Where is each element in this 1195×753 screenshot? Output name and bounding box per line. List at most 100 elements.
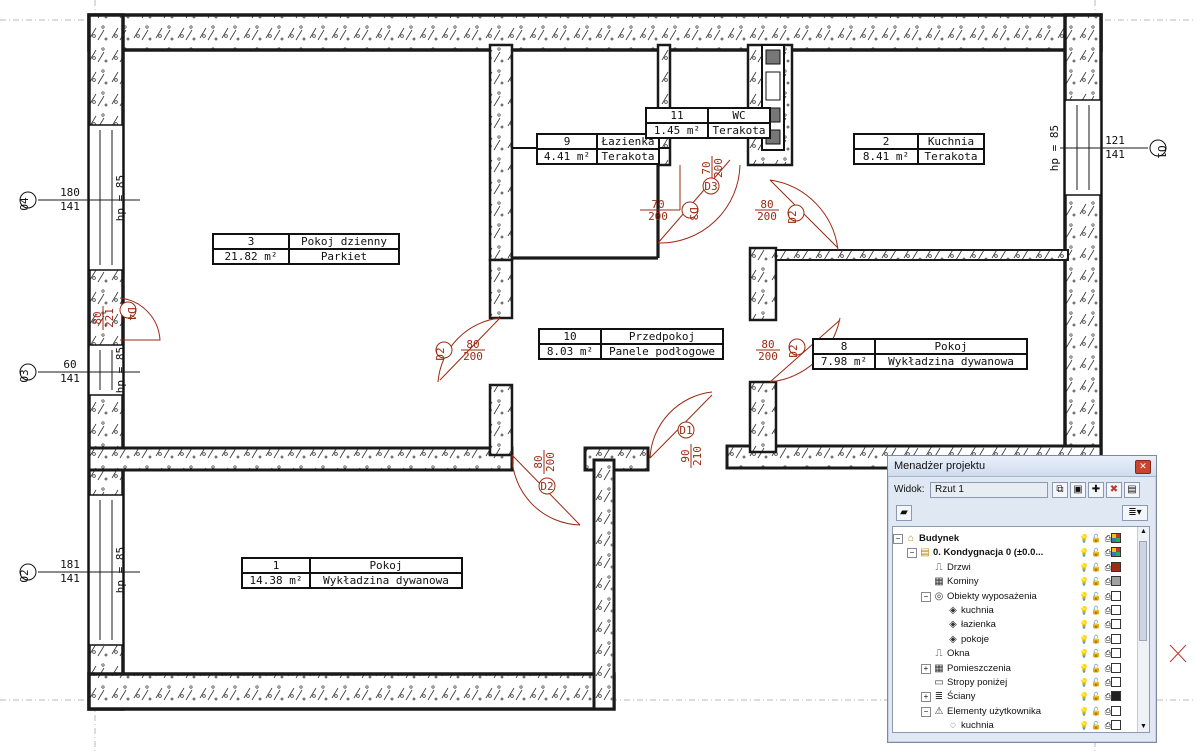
print-icon[interactable]: ⎙ xyxy=(1104,663,1112,673)
lock-icon[interactable]: 🔓 xyxy=(1091,620,1101,630)
tree-item[interactable]: +▦Pomieszczenia💡🔓⎙ xyxy=(893,661,1133,676)
tree-expander-icon[interactable]: − xyxy=(921,591,931,602)
folder-add-icon[interactable]: ▣ xyxy=(1070,482,1086,498)
close-icon[interactable]: ✕ xyxy=(1135,460,1151,474)
layer-color-swatch[interactable] xyxy=(1111,705,1121,716)
lock-icon[interactable]: 🔓 xyxy=(1091,634,1101,644)
visibility-icon[interactable]: 💡 xyxy=(1079,548,1089,558)
visibility-icon[interactable]: 💡 xyxy=(1079,562,1089,572)
tree-item[interactable]: −◎Obiekty wyposażenia💡🔓⎙ xyxy=(893,589,1133,604)
tree-item[interactable]: −⌂Budynek💡🔓⎙ xyxy=(893,531,1133,546)
tree-expander-icon[interactable]: − xyxy=(921,706,931,717)
scroll-down-icon[interactable]: ▼ xyxy=(1140,723,1147,730)
print-icon[interactable]: ⎙ xyxy=(1104,706,1112,716)
filter-dropdown-icon[interactable]: ≣▾ xyxy=(1122,505,1148,521)
layer-color-swatch[interactable] xyxy=(1111,662,1121,673)
door-tag-label: D1 xyxy=(679,424,692,437)
tree-item[interactable]: ◈łazienka💡🔓⎙ xyxy=(893,617,1133,632)
tree-item[interactable]: −⚠Elementy użytkownika💡🔓⎙ xyxy=(893,704,1133,719)
lock-icon[interactable]: 🔓 xyxy=(1091,534,1101,543)
tree-item[interactable]: ◈pokoje💡🔓⎙ xyxy=(893,632,1133,647)
layer-color-swatch[interactable] xyxy=(1111,619,1121,630)
print-icon[interactable]: ⎙ xyxy=(1104,678,1112,687)
print-icon[interactable]: ⎙ xyxy=(1104,606,1112,615)
tree-expander-icon[interactable]: + xyxy=(921,663,931,674)
visibility-icon[interactable]: 💡 xyxy=(1079,634,1089,644)
lock-icon[interactable]: 🔓 xyxy=(1091,591,1101,601)
lock-icon[interactable]: 🔓 xyxy=(1091,692,1101,702)
door-tag-label: D2 xyxy=(540,480,553,493)
tree-item[interactable]: ⎍Okna💡🔓⎙ xyxy=(893,646,1133,661)
tree-item[interactable]: +≣Ściany💡🔓⎙ xyxy=(893,689,1133,704)
copy-view-icon[interactable]: ⧉ xyxy=(1052,482,1068,498)
tree-expander-icon[interactable]: − xyxy=(907,548,917,559)
visibility-icon[interactable]: 💡 xyxy=(1079,678,1089,687)
print-icon[interactable]: ⎙ xyxy=(1104,692,1112,702)
visibility-icon[interactable]: 💡 xyxy=(1079,606,1089,615)
scroll-thumb[interactable] xyxy=(1139,541,1147,641)
lock-icon[interactable]: 🔓 xyxy=(1091,678,1101,687)
layer-color-swatch[interactable] xyxy=(1111,605,1121,615)
tree-scrollbar[interactable]: ▲ ▼ xyxy=(1137,527,1149,732)
tree-item[interactable]: ▦Kominy💡🔓⎙ xyxy=(893,574,1133,589)
layer-color-swatch[interactable] xyxy=(1111,720,1121,731)
lock-icon[interactable]: 🔓 xyxy=(1091,663,1101,673)
print-icon[interactable]: ⎙ xyxy=(1104,634,1112,644)
tree-node-icon: ◈ xyxy=(949,633,957,645)
layer-color-swatch[interactable] xyxy=(1111,590,1121,601)
project-manager-panel[interactable]: Menadżer projektu ✕ Widok: Rzut 1 ⧉ ▣ ✚ … xyxy=(887,455,1157,743)
add-view-icon[interactable]: ✚ xyxy=(1088,482,1104,498)
print-icon[interactable]: ⎙ xyxy=(1104,548,1112,558)
print-icon[interactable]: ⎙ xyxy=(1104,620,1112,630)
print-icon[interactable]: ⎙ xyxy=(1104,562,1112,572)
lock-icon[interactable]: 🔓 xyxy=(1091,606,1101,615)
print-icon[interactable]: ⎙ xyxy=(1104,591,1112,601)
visibility-icon[interactable]: 💡 xyxy=(1079,534,1089,543)
layer-color-swatch[interactable] xyxy=(1111,576,1121,587)
tree-item[interactable]: ▭Stropy poniżej💡🔓⎙ xyxy=(893,675,1133,690)
visibility-icon[interactable]: 💡 xyxy=(1079,591,1089,601)
tree-item[interactable]: ⎍Drzwi💡🔓⎙ xyxy=(893,560,1133,575)
lock-icon[interactable]: 🔓 xyxy=(1091,721,1101,731)
lock-icon[interactable]: 🔓 xyxy=(1091,706,1101,716)
layer-color-swatch[interactable] xyxy=(1111,691,1121,702)
layer-color-swatch[interactable] xyxy=(1111,648,1121,659)
visibility-icon[interactable]: 💡 xyxy=(1079,692,1089,702)
settings-icon[interactable]: ▤ xyxy=(1124,482,1140,498)
layer-color-swatch[interactable] xyxy=(1111,547,1121,558)
print-icon[interactable]: ⎙ xyxy=(1104,649,1112,659)
lock-icon[interactable]: 🔓 xyxy=(1091,562,1101,572)
view-select[interactable]: Rzut 1 xyxy=(930,482,1048,498)
lock-icon[interactable]: 🔓 xyxy=(1091,548,1101,558)
scroll-up-icon[interactable]: ▲ xyxy=(1140,528,1147,535)
print-icon[interactable]: ⎙ xyxy=(1104,721,1112,731)
door-tag-circle xyxy=(787,204,805,222)
layer-color-swatch[interactable] xyxy=(1111,633,1121,644)
lock-icon[interactable]: 🔓 xyxy=(1091,577,1101,587)
lock-icon[interactable]: 🔓 xyxy=(1091,649,1101,659)
visibility-icon[interactable]: 💡 xyxy=(1079,706,1089,716)
door-tag-circle xyxy=(788,338,806,356)
tree-expander-icon[interactable]: − xyxy=(893,534,903,544)
tree-item[interactable]: ◈kuchnia💡🔓⎙ xyxy=(893,603,1133,618)
visibility-icon[interactable]: 💡 xyxy=(1079,577,1089,587)
tree-item[interactable]: ◌kuchnia💡🔓⎙ xyxy=(893,718,1133,732)
new-folder-icon[interactable]: ▰ xyxy=(896,505,912,521)
layer-color-swatch[interactable] xyxy=(1111,561,1121,572)
layer-color-swatch[interactable] xyxy=(1111,533,1121,543)
project-tree[interactable]: ▲ ▼ −⌂Budynek💡🔓⎙−▤0. Kondygnacja 0 (±0.0… xyxy=(892,526,1150,733)
visibility-icon[interactable]: 💡 xyxy=(1079,649,1089,659)
layer-color-swatch[interactable] xyxy=(1111,677,1121,687)
cursor-marker xyxy=(1169,644,1187,663)
visibility-icon[interactable]: 💡 xyxy=(1079,620,1089,630)
window-tag-label: O3 xyxy=(18,369,31,382)
visibility-icon[interactable]: 💡 xyxy=(1079,663,1089,673)
delete-icon[interactable]: ✖ xyxy=(1106,482,1122,498)
tree-item[interactable]: −▤0. Kondygnacja 0 (±0.0...💡🔓⎙ xyxy=(893,545,1133,560)
visibility-icon[interactable]: 💡 xyxy=(1079,721,1089,731)
tree-expander-icon[interactable]: + xyxy=(921,692,931,703)
print-icon[interactable]: ⎙ xyxy=(1104,534,1112,543)
print-icon[interactable]: ⎙ xyxy=(1104,577,1112,587)
